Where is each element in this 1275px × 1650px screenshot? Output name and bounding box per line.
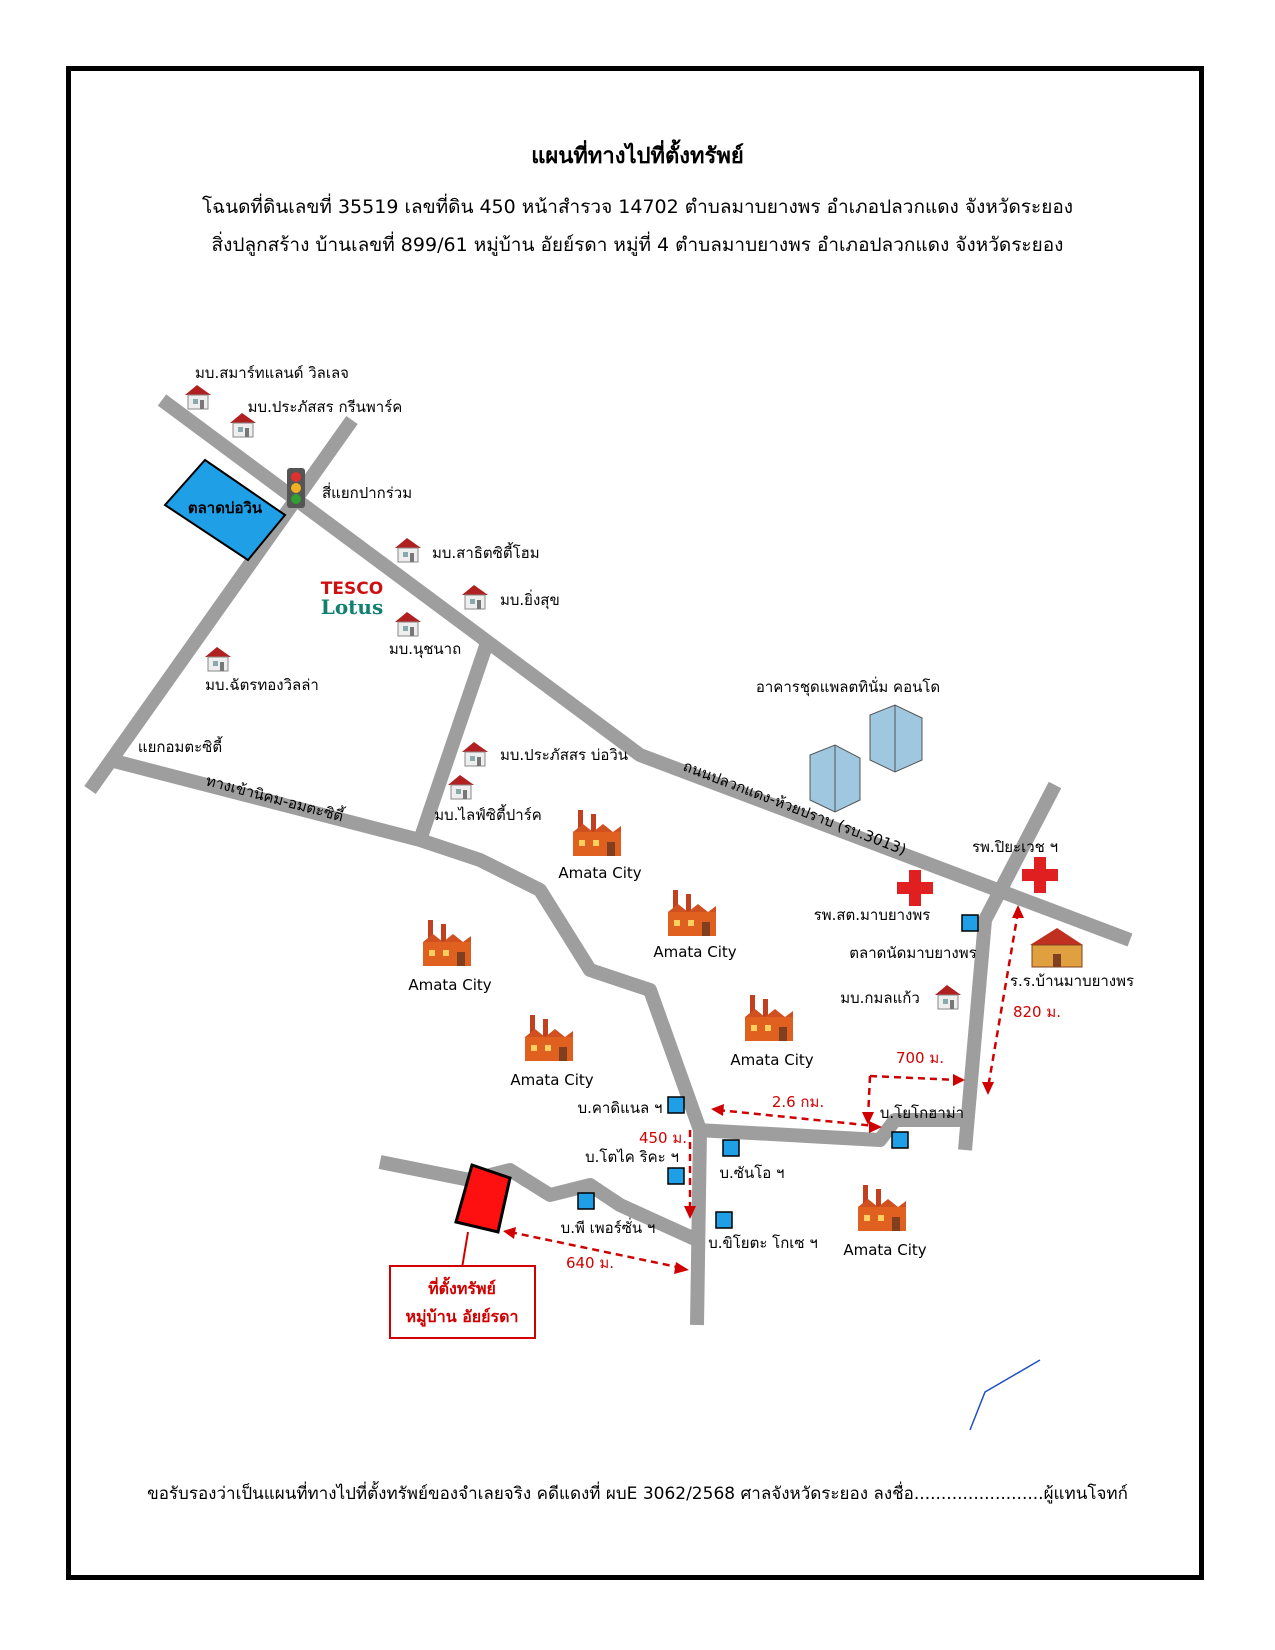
arrow-heads <box>503 905 1024 1274</box>
house-icon <box>394 537 422 563</box>
label-life-city: มบ.ไลฟ์ซิตี้ปาร์ค <box>434 804 542 824</box>
deed-info-line: โฉนดที่ดินเลขที่ 35519 เลขที่ดิน 450 หน้… <box>201 196 1074 218</box>
label-piyavej: รพ.ปิยะเวช ฯ <box>972 838 1058 856</box>
amata-entrance-road <box>108 753 707 1326</box>
label-kiyota: บ.ขิโยตะ โกเซ ฯ <box>708 1234 818 1252</box>
label-prakassorn-bowin: มบ.ประภัสสร บ่อวิน <box>500 746 628 764</box>
label-yingsuk: มบ.ยิ่งสุข <box>500 589 560 610</box>
house-icon <box>394 611 422 637</box>
label-nuchanat: มบ.นุชนาถ <box>389 640 461 659</box>
road-to-bowin <box>84 415 358 795</box>
label-amata-city: Amata City <box>730 1051 813 1069</box>
label-yokohama: บ.โยโกฮาม่า <box>880 1104 964 1122</box>
traffic-light-icon <box>287 468 305 508</box>
label-prakassorn-green: มบ.ประภัสสร กรีนพาร์ค <box>248 398 403 416</box>
label-sathit-city: มบ.สาธิตซิตี้โฮม <box>432 542 540 562</box>
house-icon <box>184 384 212 410</box>
hospital-icon <box>1022 857 1058 893</box>
label-amata-city: Amata City <box>510 1071 593 1089</box>
house-icon <box>934 984 962 1010</box>
road-east <box>696 1113 965 1147</box>
svg-text:Lotus: Lotus <box>321 595 383 619</box>
distance-640: 640 ม. <box>566 1254 614 1272</box>
distance-2-6km: 2.6 กม. <box>772 1093 824 1111</box>
map-title: แผนที่ทางไปที่ตั้งทรัพย์ <box>531 144 744 169</box>
svg-text:TESCO: TESCO <box>321 579 383 599</box>
label-chatthong: มบ.ฉัตรทองวิลล่า <box>205 676 319 694</box>
talad-bowin-marker: ตลาดบ่อวิน <box>163 458 287 562</box>
label-amata-city: Amata City <box>653 943 736 961</box>
label-amata-junction: แยกอมตะซิตี้ <box>138 736 223 756</box>
main-road <box>157 394 1133 947</box>
company-markers <box>577 914 979 1229</box>
school-icon <box>1030 928 1083 968</box>
label-p-person: บ.พี เพอร์ซั่น ฯ <box>561 1217 656 1237</box>
label-cardinal: บ.คาดิแนล ฯ <box>578 1099 663 1117</box>
distance-450: 450 ม. <box>639 1129 687 1147</box>
talad-bowin-label: ตลาดบ่อวิน <box>188 499 263 517</box>
property-marker: ที่ตั้งทรัพย์ หมู่บ้าน อัยย์รดา <box>389 1163 536 1339</box>
house-icon <box>461 584 489 610</box>
label-sunoh: บ.ซันโอ ฯ <box>720 1164 785 1182</box>
distance-arrows <box>509 911 1020 1270</box>
signature <box>969 1359 1041 1431</box>
factory-icon <box>525 1015 573 1061</box>
label-intersection: สี่แยกปากร่วม <box>322 482 412 502</box>
road-north-east <box>958 781 1062 1151</box>
branch-road <box>413 637 495 843</box>
tesco-lotus-logo: TESCO Lotus <box>321 579 383 619</box>
certification-footer: ขอรับรองว่าเป็นแผนที่ทางไปที่ตั้งทรัพย์ข… <box>147 1484 1128 1504</box>
label-amata-city: Amata City <box>558 864 641 882</box>
house-icon <box>447 774 475 800</box>
label-tokai: บ.โตไค ริคะ ฯ <box>585 1148 679 1166</box>
label-amata-city: Amata City <box>408 976 491 994</box>
label-talad-nat: ตลาดนัดมาบยางพร <box>849 944 976 962</box>
factory-icon <box>423 920 471 966</box>
label-amata-road: ทางเข้านิคม-อมตะซิตี้ <box>204 770 347 826</box>
label-rpsot: รพ.สต.มาบยางพร <box>814 906 931 924</box>
label-platinum-condo: อาคารชุดแพลตทินั่ม คอนโด <box>756 676 940 697</box>
building-info-line: สิ่งปลูกสร้าง บ้านเลขที่ 899/61 หมู่บ้าน… <box>211 234 1064 256</box>
factory-icon <box>745 995 793 1041</box>
house-icon <box>229 412 257 438</box>
factory-icon <box>858 1185 906 1231</box>
distance-820: 820 ม. <box>1013 1003 1061 1021</box>
property-label-1: ที่ตั้งทรัพย์ <box>428 1276 496 1298</box>
house-icon <box>461 741 489 767</box>
label-amata-city: Amata City <box>843 1241 926 1259</box>
property-label-2: หมู่บ้าน อัยย์รดา <box>405 1307 518 1328</box>
label-school: ร.ร.บ้านมาบยางพร <box>1010 972 1134 990</box>
label-main-road: ถนนปลวกแดง-ห้วยปราบ (รบ.3013) <box>681 757 909 859</box>
label-kamonkaew: มบ.กมลแก้ว <box>840 989 920 1007</box>
hospital-icon <box>897 870 933 906</box>
label-smart-land: มบ.สมาร์ทแลนด์ วิลเลจ <box>195 364 349 382</box>
factory-icon <box>668 890 716 936</box>
factory-icon <box>573 810 621 856</box>
map-frame <box>66 66 1204 1580</box>
house-icon <box>204 646 232 672</box>
condo-building-icon <box>809 704 923 813</box>
distance-700: 700 ม. <box>896 1049 944 1067</box>
